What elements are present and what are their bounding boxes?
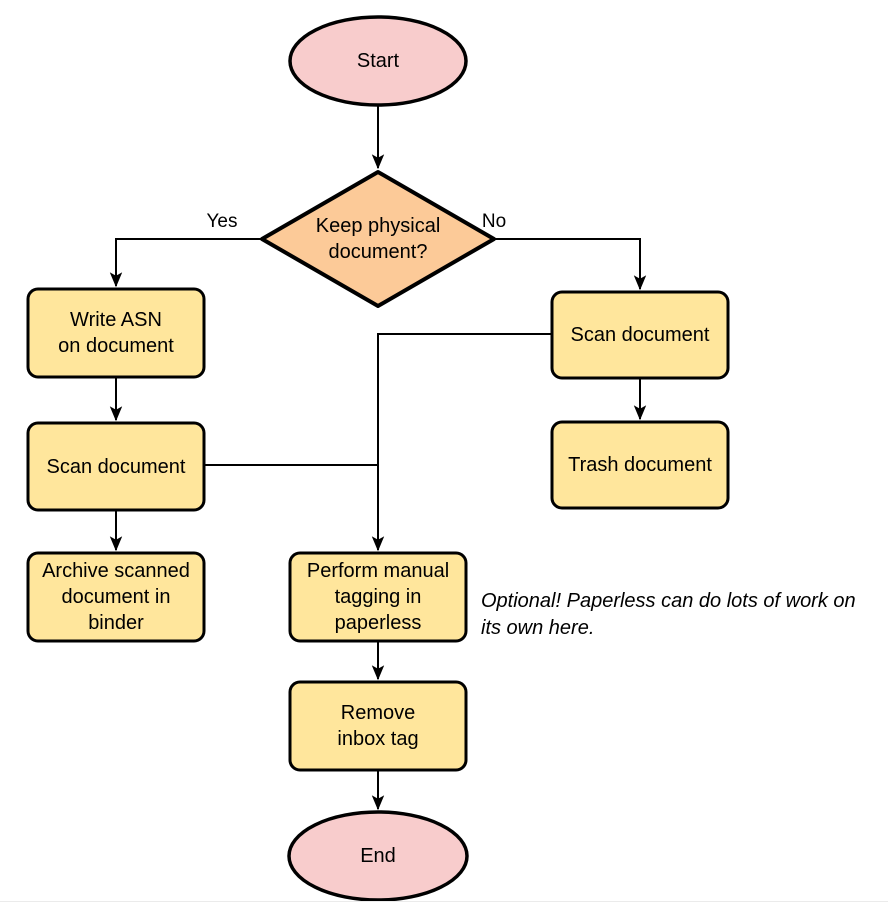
edge-decision-yes [109, 238, 264, 288]
end-node-shape [287, 810, 469, 902]
start-node-label: Start [356, 50, 400, 72]
scan-right-node-shape [550, 290, 730, 380]
remove-inbox-node-label: Remove inbox tag [337, 702, 419, 750]
end-node-label: End [360, 845, 396, 867]
start-node-shape [288, 15, 468, 107]
optional-note-text: Optional! Paperless can do lots of work … [481, 590, 856, 639]
write-asn-node-shape [26, 287, 206, 379]
tagging-node-shape [288, 551, 468, 643]
remove-inbox-node-shape [288, 680, 468, 772]
edge-decision-no [492, 238, 647, 291]
archive-node-label: Archive scanned document in binder [42, 560, 190, 634]
bottom-divider [0, 901, 888, 902]
trash-node-shape [550, 420, 730, 510]
tagging-node-label: Perform manual tagging in paperless [306, 560, 450, 634]
scan-left-node-label: Scan document [46, 455, 186, 478]
write-asn-node-label: Write ASN on document [58, 309, 174, 357]
no-edge-label: No [481, 211, 507, 232]
decision-node-shape [260, 170, 496, 308]
archive-node-shape [26, 551, 206, 643]
scan-right-node-label: Scan document [570, 324, 710, 346]
yes-edge-label: Yes [206, 211, 238, 232]
trash-node-label: Trash document [568, 454, 712, 476]
decision-node-label: Keep physical document? [315, 215, 441, 263]
edge-scanright-to-tagging [371, 333, 552, 552]
scan-left-node-shape [26, 421, 206, 512]
